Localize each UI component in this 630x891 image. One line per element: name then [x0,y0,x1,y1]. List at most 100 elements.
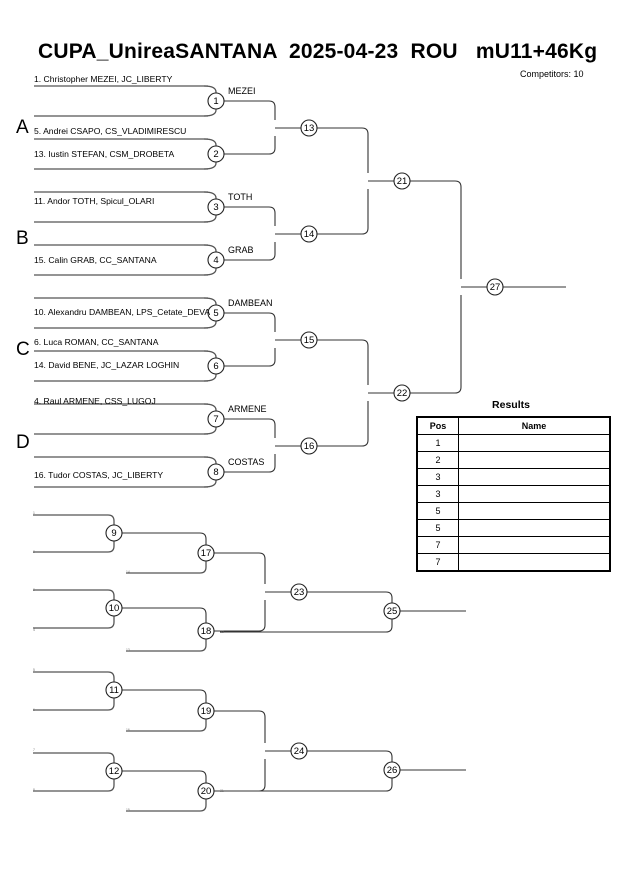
match-node-circle-20 [197,782,215,800]
match-node-label-18: 18 [201,626,212,637]
match-node-12[interactable]: 12 [105,762,123,780]
winner-label-mezei: MEZEI [228,86,256,96]
match-node-18[interactable]: 18 [197,622,215,640]
match-node-2[interactable]: 2 [207,145,225,163]
feed-label-5: 4 [33,628,35,632]
match-node-26[interactable]: 26 [383,761,401,779]
sf-2-bot [317,401,369,447]
results-name-1[interactable] [458,434,611,452]
match-node-8[interactable]: 8 [207,463,225,481]
feed-label-11: 7 [33,748,35,752]
repf-top-26 [307,750,393,762]
match-node-23[interactable]: 23 [290,583,308,601]
results-name-3[interactable] [458,468,611,486]
match-node-circle-12 [105,762,123,780]
results-row: 3 [416,468,611,486]
match-node-21[interactable]: 21 [393,172,411,190]
results-row: 5 [416,519,611,537]
match-node-19[interactable]: 19 [197,702,215,720]
match-node-label-14: 14 [304,229,315,240]
match-node-label-6: 6 [213,361,218,372]
competitor-slot-6: 11. Andor TOTH, Spicul_OLARI [34,196,155,206]
match-node-27[interactable]: 27 [486,278,504,296]
feed-label-12: 8 [33,788,35,792]
rep-top-1 [33,514,115,525]
competitor-slot-4: 13. Iustin STEFAN, CSM_DROBETA [34,149,175,159]
match-node-11[interactable]: 11 [105,681,123,699]
match-node-13[interactable]: 13 [300,119,318,137]
qf-2-bot [224,242,276,261]
sf-1-top [317,127,369,173]
rep2-top-18 [122,607,207,623]
match-node-label-22: 22 [397,388,408,399]
results-name-6[interactable] [458,519,611,537]
final-top [410,180,462,279]
results-row: 7 [416,536,611,554]
r1-join-bot-8 [203,480,217,488]
rep3-1-bot [214,600,266,632]
match-node-1[interactable]: 1 [207,92,225,110]
competitors-count: Competitors: 10 [520,69,584,79]
rep-top-4 [33,752,115,763]
results-pos-4: 3 [416,485,459,503]
match-node-9[interactable]: 9 [105,524,123,542]
winner-label-grab: GRAB [228,245,254,255]
results-name-4[interactable] [458,485,611,503]
section-letter-d: D [16,432,30,453]
results-row: 1 [416,434,611,452]
rep-bot-3 [33,698,115,711]
match-node-16[interactable]: 16 [300,437,318,455]
repf-feed-26 [220,778,393,792]
r1-join-top-8 [203,456,217,464]
match-node-20[interactable]: 20 [197,782,215,800]
repf-top-25 [307,591,393,603]
results-title: Results [492,399,530,411]
match-node-circle-25 [383,602,401,620]
match-node-label-1: 1 [213,96,218,107]
results-name-2[interactable] [458,451,611,469]
match-node-7[interactable]: 7 [207,410,225,428]
competitor-slot-3: 5. Andrei CSAPO, CS_VLADIMIRESCU [34,126,187,136]
match-node-label-9: 9 [111,528,116,539]
match-node-10[interactable]: 10 [105,599,123,617]
match-node-circle-6 [207,357,225,375]
match-node-label-10: 10 [109,603,120,614]
match-node-5[interactable]: 5 [207,304,225,322]
match-node-24[interactable]: 24 [290,742,308,760]
match-node-label-8: 8 [213,467,218,478]
match-node-17[interactable]: 17 [197,544,215,562]
results-name-8[interactable] [458,553,611,572]
r1-join-top-5 [203,297,217,305]
match-node-label-15: 15 [304,335,315,346]
match-node-6[interactable]: 6 [207,357,225,375]
match-node-3[interactable]: 3 [207,198,225,216]
winner-label-dambean: DAMBEAN [228,298,273,308]
qf-3-bot [224,348,276,367]
r1-join-bot-3 [203,215,217,223]
r1-join-top-7 [203,403,217,411]
match-node-15[interactable]: 15 [300,331,318,349]
feed-label-1: 1 [33,511,35,515]
competitor-slot-13: 4. Raul ARMENE, CSS_LUGOJ [34,396,156,406]
match-node-22[interactable]: 22 [393,384,411,402]
results-pos-8: 7 [416,553,459,572]
match-node-14[interactable]: 14 [300,225,318,243]
results-name-7[interactable] [458,536,611,554]
feed-label-13: 15 [126,808,130,812]
r1-join-bot-7 [203,427,217,435]
match-node-circle-2 [207,145,225,163]
match-node-circle-1 [207,92,225,110]
match-node-25[interactable]: 25 [383,602,401,620]
match-node-4[interactable]: 4 [207,251,225,269]
rep2-top-17 [122,532,207,545]
results-col-name: Name [458,416,611,435]
results-name-5[interactable] [458,502,611,520]
results-header-row: Pos Name [416,416,611,435]
match-node-circle-13 [300,119,318,137]
qf-1-bot [224,136,276,155]
rep-bot-2 [33,616,115,629]
results-row: 2 [416,451,611,469]
rep2-top-20 [122,770,207,783]
match-node-circle-21 [393,172,411,190]
